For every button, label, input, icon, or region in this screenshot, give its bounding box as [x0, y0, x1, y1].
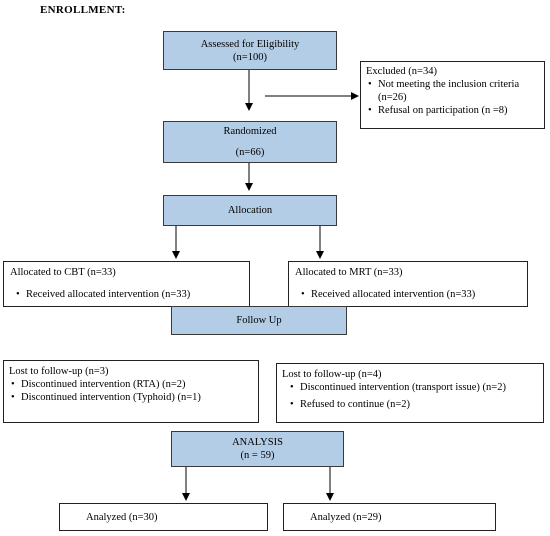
analyzed-left-label: Analyzed (n=30) — [86, 512, 158, 523]
enrollment-header: ENROLLMENT: — [40, 4, 126, 16]
lost-right-title: Lost to follow-up (n=4) — [282, 369, 382, 380]
randomized-title: Randomized — [223, 126, 277, 137]
followup-box: Follow Up — [171, 306, 347, 335]
excluded-box: Excluded (n=34) Not meeting the inclusio… — [360, 61, 545, 129]
eligibility-title: Assessed for Eligibility — [200, 38, 300, 50]
analyzed-mrt-box: Analyzed (n=29) — [283, 503, 496, 531]
randomized-box: Randomized (n=66) — [163, 121, 337, 163]
analysis-count: (n = 59) — [240, 450, 275, 461]
cbt-title: Allocated to CBT (n=33) — [10, 267, 116, 278]
cbt-arm-box: Allocated to CBT (n=33) Received allocat… — [3, 261, 250, 307]
mrt-title: Allocated to MRT (n=33) — [295, 267, 403, 278]
excluded-item: Refusal on participation (n =8) — [366, 104, 539, 117]
analyzed-right-label: Analyzed (n=29) — [310, 512, 382, 523]
cbt-item: Received allocated intervention (n=33) — [14, 288, 243, 301]
mrt-item: Received allocated intervention (n=33) — [299, 288, 521, 301]
followup-title: Follow Up — [236, 315, 282, 326]
lost-right-item: Refused to continue (n=2) — [288, 398, 538, 411]
allocation-box: Allocation — [163, 195, 337, 226]
lost-followup-cbt-box: Lost to follow-up (n=3) Discontinued int… — [3, 360, 259, 423]
analysis-box: ANALYSIS (n = 59) — [171, 431, 344, 467]
lost-left-item: Discontinued intervention (Typhoid) (n=1… — [9, 391, 253, 404]
lost-left-item: Discontinued intervention (RTA) (n=2) — [9, 378, 253, 391]
excluded-item: Not meeting the inclusion criteria (n=26… — [366, 78, 539, 104]
allocation-title: Allocation — [227, 205, 273, 216]
excluded-title: Excluded (n=34) — [366, 66, 437, 77]
lost-right-item: Discontinued intervention (transport iss… — [288, 381, 538, 394]
lost-left-title: Lost to follow-up (n=3) — [9, 366, 109, 377]
randomized-count: (n=66) — [235, 147, 265, 158]
lost-followup-mrt-box: Lost to follow-up (n=4) Discontinued int… — [276, 363, 544, 423]
mrt-arm-box: Allocated to MRT (n=33) Received allocat… — [288, 261, 528, 307]
eligibility-box: Assessed for Eligibility (n=100) — [163, 31, 337, 70]
analysis-title: ANALYSIS — [232, 437, 283, 448]
eligibility-count: (n=100) — [233, 51, 267, 63]
analyzed-cbt-box: Analyzed (n=30) — [59, 503, 268, 531]
